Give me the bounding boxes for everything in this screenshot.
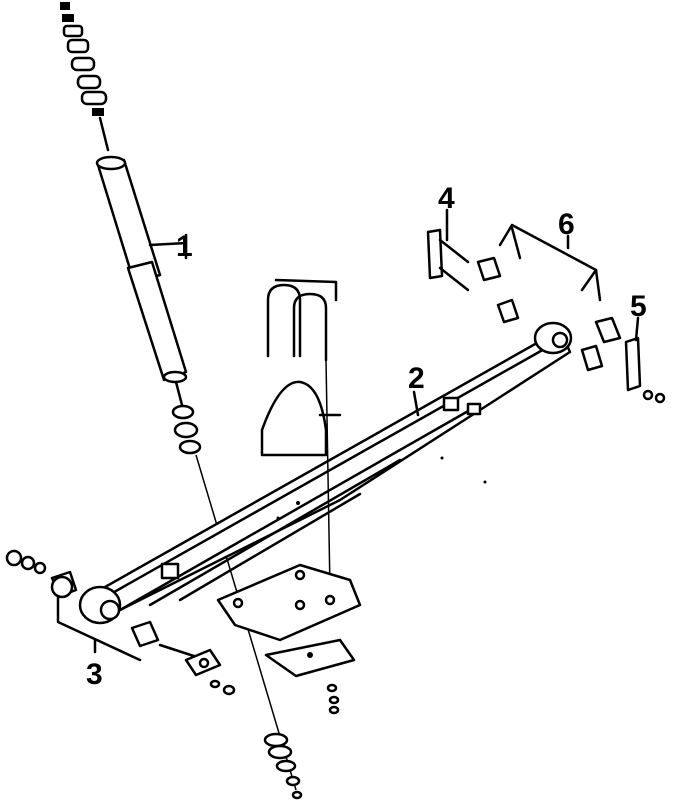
callout-1: 1 bbox=[176, 230, 193, 263]
rear-shackle-hardware bbox=[426, 208, 666, 404]
callout-5: 5 bbox=[630, 290, 647, 323]
tie-plate bbox=[216, 563, 362, 715]
callout-2: 2 bbox=[408, 362, 425, 395]
shock-lower-body bbox=[126, 260, 188, 382]
axle-pad bbox=[260, 380, 328, 457]
shock-bottom-hardware bbox=[171, 404, 202, 455]
u-bolt-assembly bbox=[260, 278, 342, 591]
shock-top-hardware bbox=[60, 2, 110, 152]
front-hanger-hardware bbox=[5, 549, 236, 696]
callout-3: 3 bbox=[86, 658, 103, 691]
callout-6: 6 bbox=[558, 208, 575, 241]
lower-stud-hardware bbox=[263, 732, 303, 800]
shock-absorber-assembly bbox=[60, 2, 303, 800]
callout-4: 4 bbox=[438, 182, 455, 215]
